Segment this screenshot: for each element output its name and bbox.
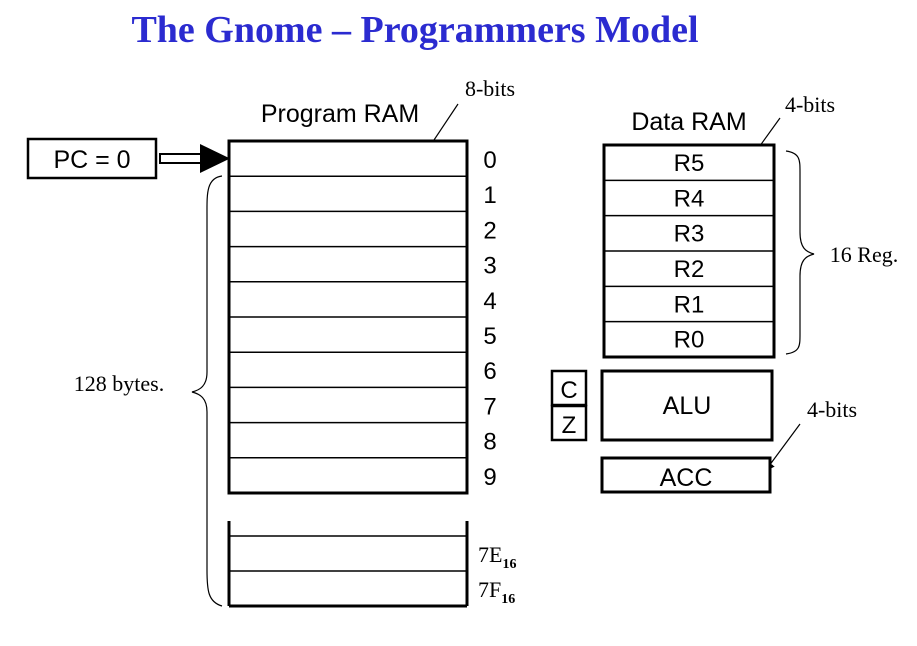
alu-label: ALU	[663, 392, 712, 420]
program-ram-width-note: 8-bits	[465, 76, 515, 101]
pc-box	[26, 137, 158, 180]
register-label: R4	[674, 185, 705, 212]
acc-box	[600, 456, 772, 494]
program-ram-label: Program RAM	[261, 100, 419, 128]
accumulator: 4-bits ACC	[600, 397, 857, 494]
program-ram: Program RAM 8-bits 0 1 2 3 4 5 6 7 8 9 7E16 7F16 1…	[74, 76, 516, 608]
carry-flag-box	[550, 369, 588, 407]
program-ram-address: 8	[483, 429, 496, 456]
register-label: R2	[674, 256, 705, 283]
program-ram-tail-address: 7F16	[478, 577, 515, 607]
program-ram-tail-addresses: 7E16 7F16	[478, 542, 516, 607]
pc-arrow-icon	[159, 144, 230, 173]
register-brace	[785, 150, 815, 355]
alu-box	[600, 369, 774, 442]
register-count-note: 16 Reg.	[830, 242, 898, 267]
program-ram-address: 5	[483, 323, 496, 350]
register-dividers	[604, 179, 774, 323]
program-counter: PC = 0	[26, 137, 230, 180]
carry-flag-label: C	[560, 377, 577, 404]
program-ram-tail-address: 7E16	[478, 542, 516, 572]
program-ram-address: 2	[483, 217, 496, 244]
program-ram-address: 1	[483, 182, 496, 209]
alu-section: C Z ALU	[550, 369, 774, 442]
register-label: R5	[674, 150, 705, 177]
program-ram-address: 3	[483, 253, 496, 280]
bytes-brace	[191, 175, 223, 607]
data-ram-width-note: 4-bits	[785, 92, 835, 117]
program-ram-address: 9	[483, 464, 496, 491]
zero-flag-label: Z	[562, 412, 577, 439]
pc-label: PC = 0	[53, 146, 130, 174]
register-label: R1	[674, 291, 705, 318]
register-label: R0	[674, 327, 705, 354]
acc-width-pointer-arrow	[764, 423, 801, 472]
acc-width-note: 4-bits	[807, 397, 857, 422]
program-ram-address: 6	[483, 358, 496, 385]
zero-flag-box	[550, 404, 588, 442]
program-ram-cell-dividers	[229, 175, 467, 459]
data-ram-label: Data RAM	[631, 108, 746, 136]
program-ram-address: 7	[483, 393, 496, 420]
program-ram-size-note: 128 bytes.	[74, 371, 164, 396]
program-ram-addresses: 0 1 2 3 4 5 6 7 8 9	[483, 147, 496, 491]
acc-label: ACC	[660, 464, 713, 492]
program-ram-address: 4	[483, 288, 496, 315]
page-title: The Gnome – Programmers Model	[131, 9, 699, 51]
register-label: R3	[674, 221, 705, 248]
program-ram-address: 0	[483, 147, 496, 174]
